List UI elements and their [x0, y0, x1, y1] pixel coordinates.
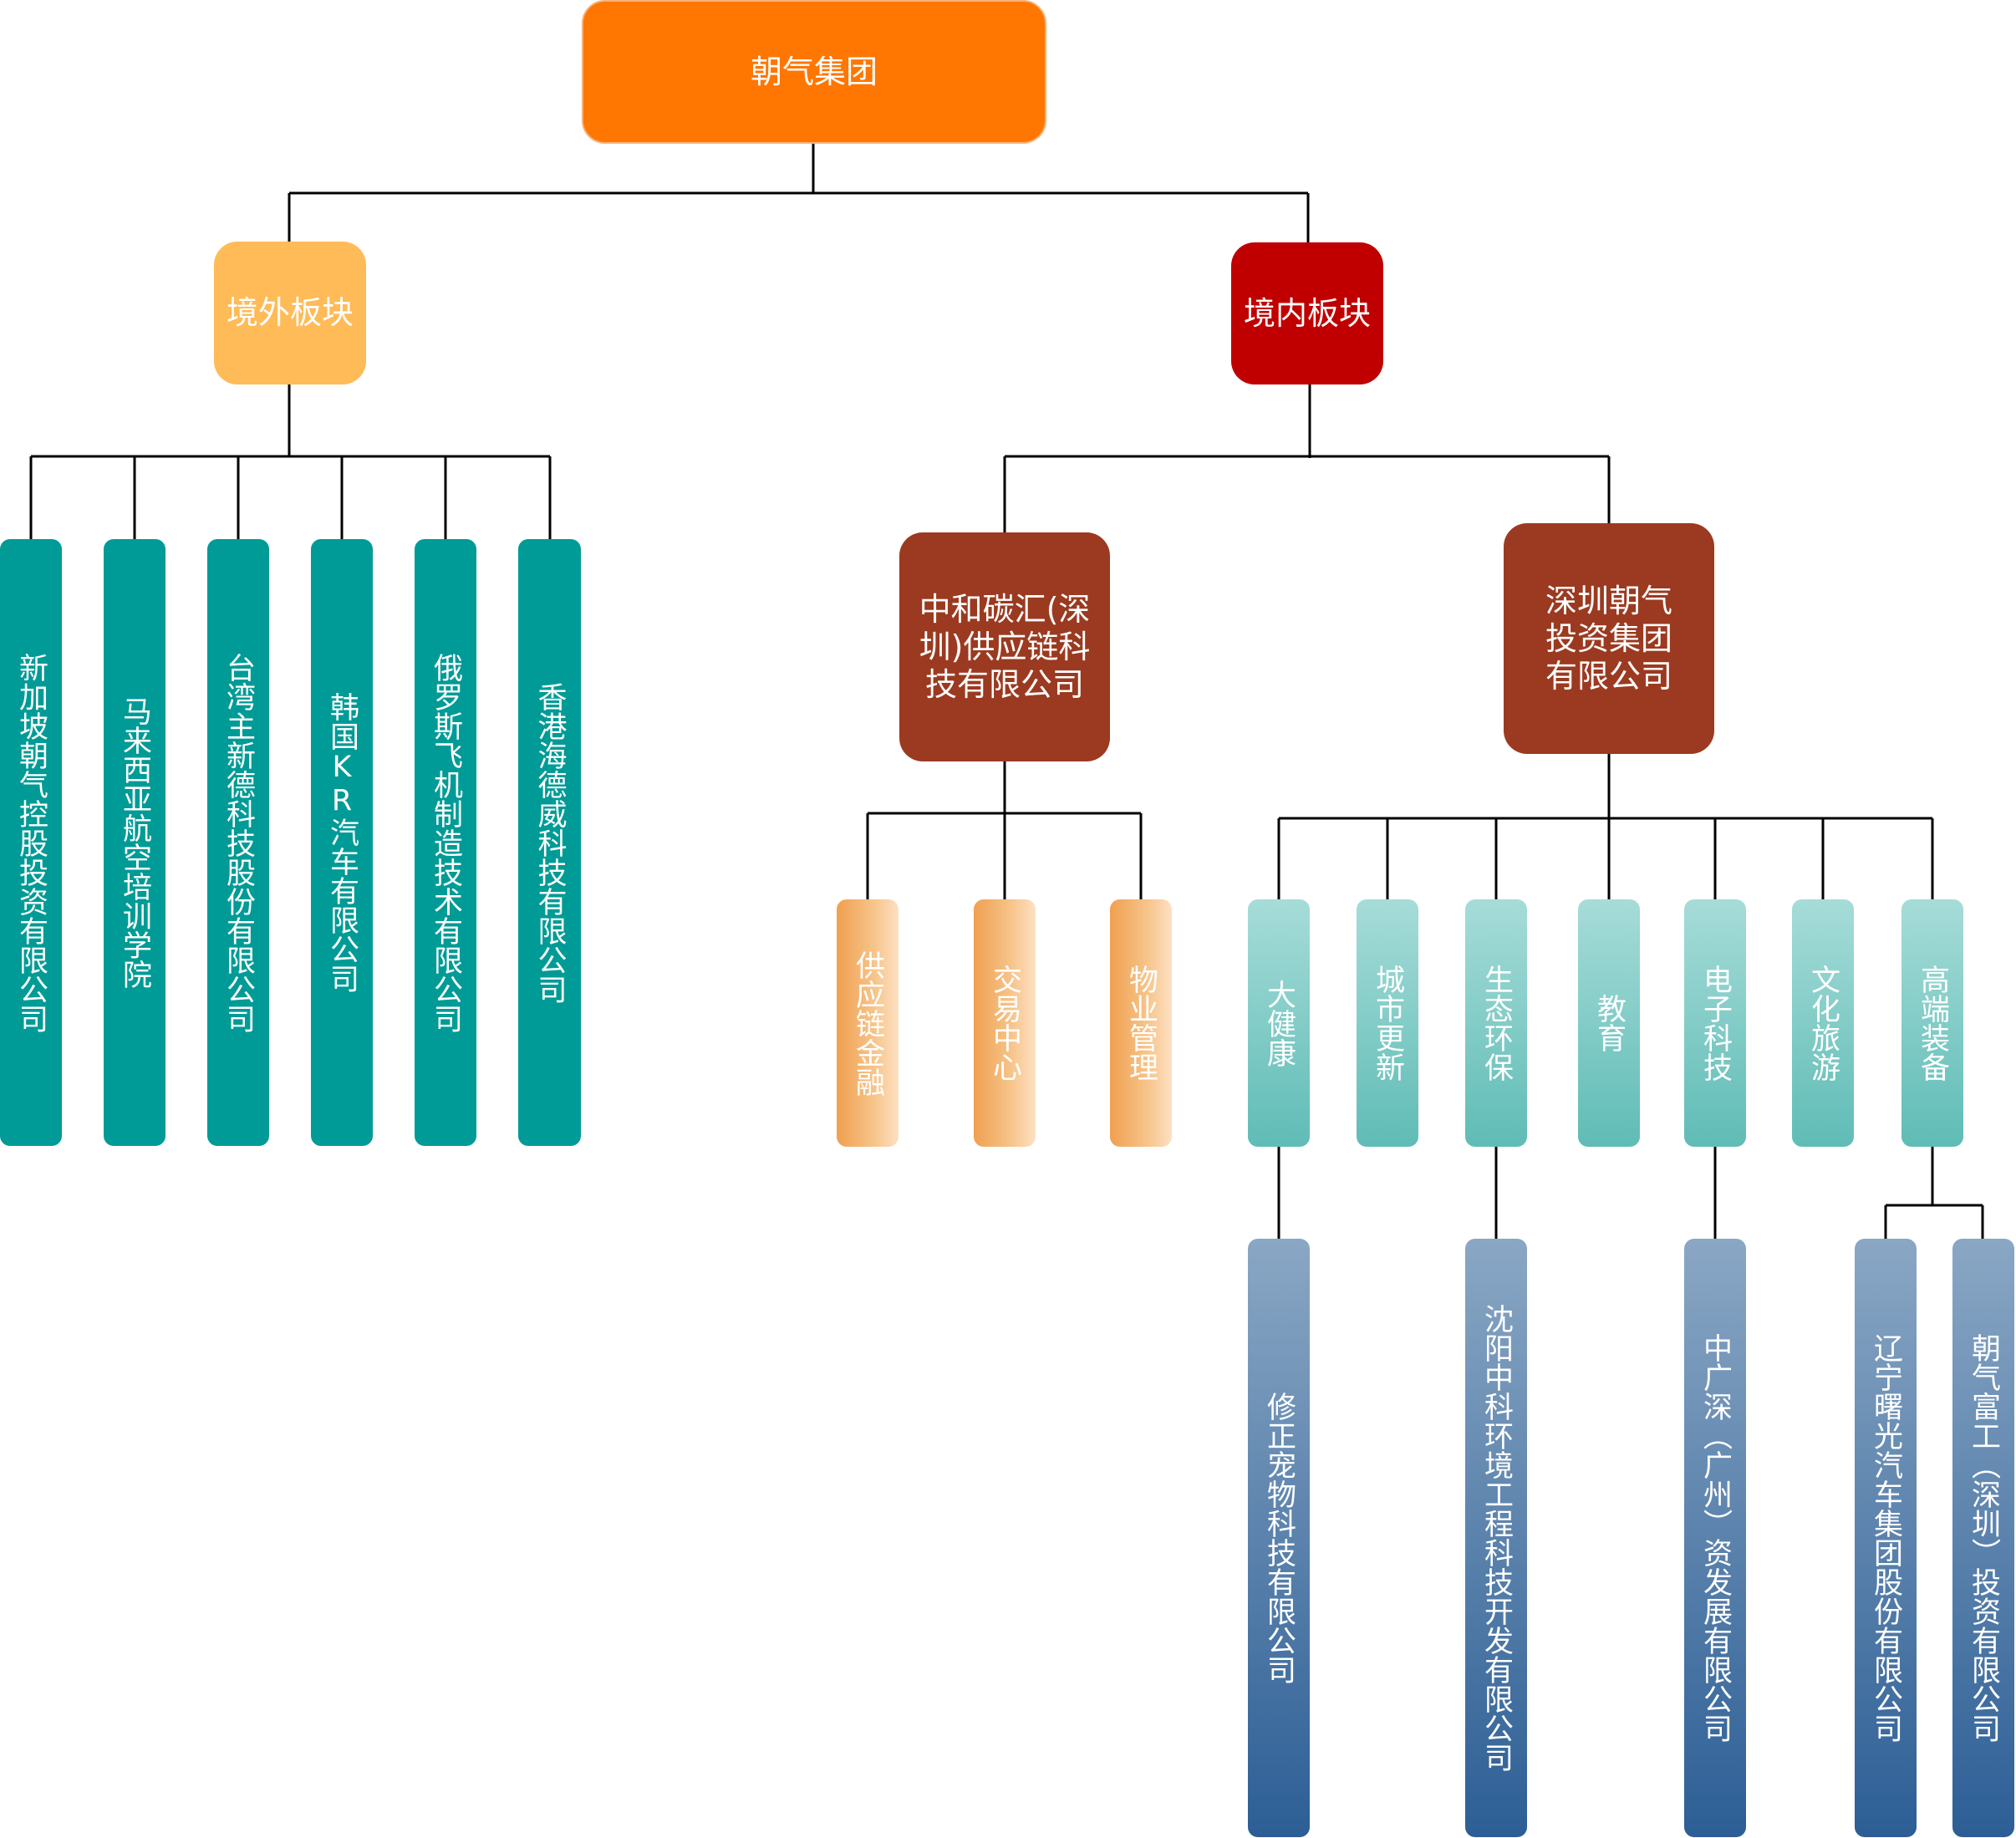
zhonghe-unit-label: 物业管理 [1124, 965, 1158, 1082]
overseas-company-node: 韩国KR汽车有限公司 [311, 539, 373, 1146]
root-node: 朝气集团 [582, 0, 1046, 144]
sector-company-node: 朝气富工（深圳）投资有限公司 [1952, 1239, 2014, 1837]
sector-company-label: 朝气富工（深圳）投资有限公司 [1967, 1333, 2000, 1743]
sector-company-node: 中广深（广州）资发展有限公司 [1684, 1239, 1746, 1837]
root-label: 朝气集团 [750, 53, 878, 90]
sector-company-node: 辽宁曙光汽车集团股份有限公司 [1855, 1239, 1917, 1837]
sector-node: 电子科技 [1684, 899, 1746, 1147]
overseas-company-label: 香港海德威科技有限公司 [532, 681, 567, 1004]
overseas-company-node: 新加坡朝气控股投资有限公司 [0, 539, 62, 1146]
sector-node: 高端装备 [1901, 899, 1963, 1147]
sector-node: 文化旅游 [1792, 899, 1854, 1147]
sector-label: 生态环保 [1479, 965, 1513, 1082]
zhonghe-subsidiary-label: 中和碳汇(深圳)供应链科技有限公司 [919, 590, 1091, 703]
zhonghe-unit-label: 交易中心 [988, 965, 1021, 1082]
overseas-branch-node: 境外板块 [214, 242, 366, 384]
shenzhen-subsidiary-label: 深圳朝气投资集团有限公司 [1545, 582, 1672, 695]
overseas-company-node: 俄罗斯飞机制造技术有限公司 [415, 539, 476, 1146]
sector-company-label: 辽宁曙光汽车集团股份有限公司 [1869, 1333, 1902, 1743]
zhonghe-unit-node: 物业管理 [1110, 899, 1172, 1147]
zhonghe-unit-node: 交易中心 [974, 899, 1036, 1147]
sector-company-label: 中广深（广州）资发展有限公司 [1698, 1333, 1732, 1743]
sector-company-node: 修正宠物科技有限公司 [1248, 1239, 1310, 1837]
shenzhen-subsidiary-node: 深圳朝气投资集团有限公司 [1504, 523, 1714, 754]
sector-label: 教育 [1592, 994, 1626, 1052]
sector-node: 城市更新 [1357, 899, 1418, 1147]
zhonghe-unit-label: 供应链金融 [851, 950, 884, 1097]
domestic-branch-label: 境内板块 [1243, 294, 1371, 332]
sector-company-node: 沈阳中科环境工程科技开发有限公司 [1465, 1239, 1527, 1837]
zhonghe-subsidiary-node: 中和碳汇(深圳)供应链科技有限公司 [899, 532, 1110, 761]
overseas-company-node: 马来西亚航空培训学院 [104, 539, 165, 1146]
sector-node: 生态环保 [1465, 899, 1527, 1147]
sector-company-label: 沈阳中科环境工程科技开发有限公司 [1479, 1304, 1513, 1772]
zhonghe-unit-node: 供应链金融 [837, 899, 899, 1147]
sector-label: 高端装备 [1916, 965, 1949, 1082]
overseas-company-label: 俄罗斯飞机制造技术有限公司 [429, 652, 462, 1033]
overseas-company-label: 新加坡朝气控股投资有限公司 [14, 652, 48, 1033]
sector-company-label: 修正宠物科技有限公司 [1262, 1392, 1296, 1684]
overseas-company-label: 韩国KR汽车有限公司 [325, 692, 359, 993]
sector-label: 大健康 [1262, 979, 1296, 1067]
overseas-company-node: 台湾主新德科技股份有限公司 [207, 539, 269, 1146]
overseas-company-label: 台湾主新德科技股份有限公司 [221, 652, 255, 1033]
sector-node: 大健康 [1248, 899, 1310, 1147]
sector-label: 城市更新 [1371, 965, 1404, 1082]
overseas-company-node: 香港海德威科技有限公司 [518, 539, 581, 1146]
sector-label: 文化旅游 [1806, 965, 1840, 1082]
sector-label: 电子科技 [1698, 965, 1732, 1082]
overseas-branch-label: 境外板块 [226, 294, 354, 331]
overseas-company-label: 马来西亚航空培训学院 [118, 696, 151, 989]
domestic-branch-node: 境内板块 [1231, 242, 1383, 384]
sector-node: 教育 [1578, 899, 1640, 1147]
